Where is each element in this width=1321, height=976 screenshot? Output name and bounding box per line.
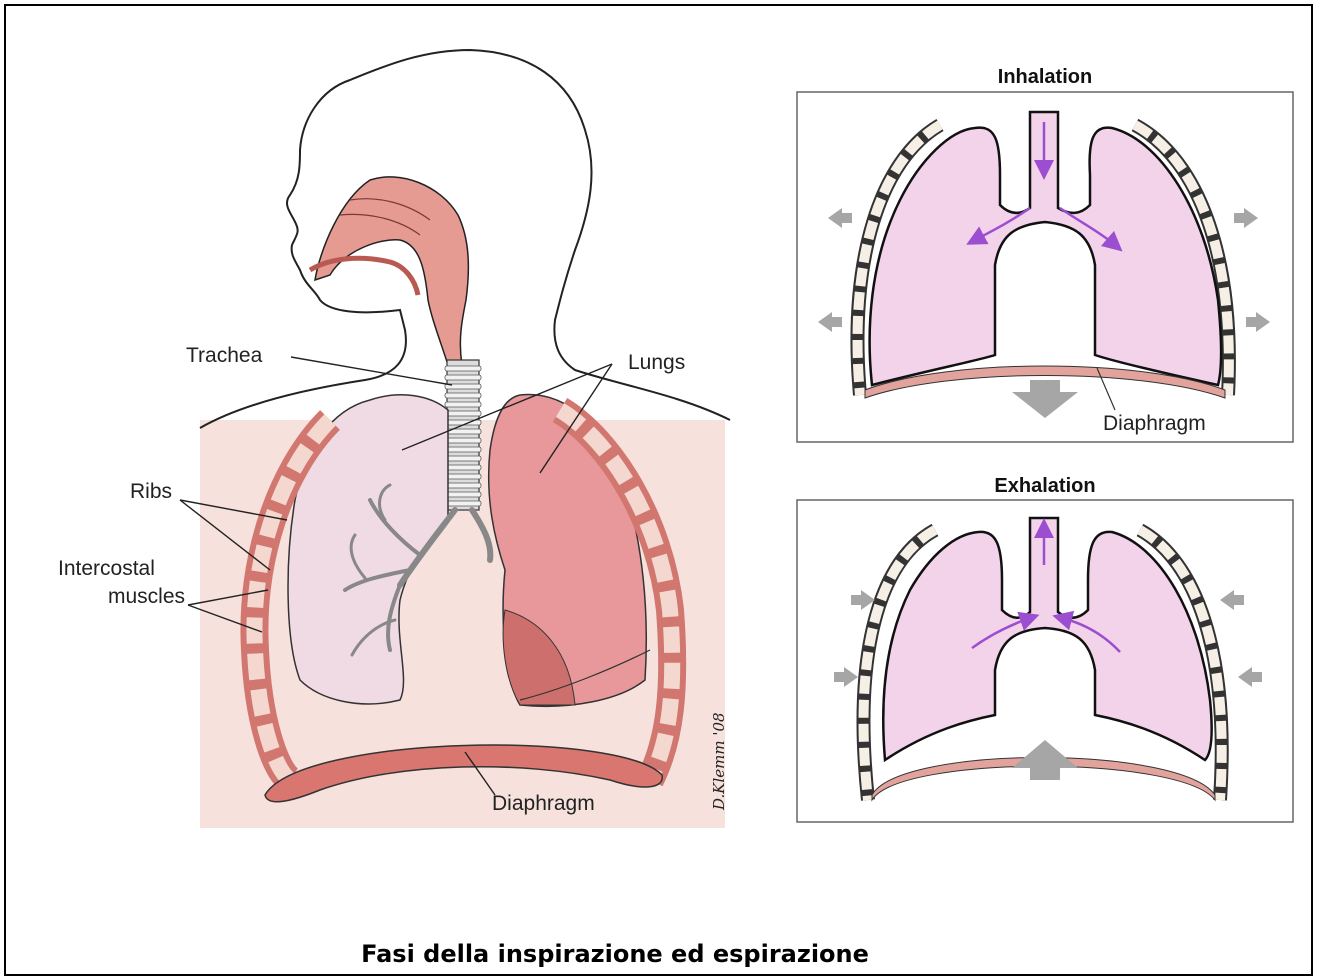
- artist-signature: D.Klemm '08: [710, 712, 728, 811]
- inhalation-title: Inhalation: [998, 66, 1092, 88]
- trachea-ring: [445, 393, 481, 398]
- trachea-ring: [445, 447, 481, 452]
- exhalation-title: Exhalation: [994, 475, 1095, 497]
- trachea-ring: [445, 501, 481, 506]
- trachea-ring: [445, 456, 481, 461]
- intercostal-label-line1: Intercostal: [58, 557, 155, 580]
- ribs-label: Ribs: [130, 480, 172, 503]
- trachea-ring: [445, 438, 481, 443]
- trachea-ring: [445, 483, 481, 488]
- lungs-label: Lungs: [628, 351, 685, 374]
- trachea-ring: [445, 366, 481, 371]
- trachea-ring: [445, 375, 481, 380]
- trachea: [445, 360, 481, 510]
- intercostal-label-line2: muscles: [108, 585, 185, 608]
- trachea-ring: [445, 411, 481, 416]
- anatomy-illustration: Trachea Lungs Ribs Intercostal muscles D…: [58, 50, 730, 828]
- trachea-ring: [445, 402, 481, 407]
- trachea-ring: [445, 474, 481, 479]
- inhalation-panel: Inhalation Diaphragm: [797, 66, 1293, 442]
- inhalation-diaphragm-label: Diaphragm: [1103, 412, 1206, 435]
- trachea-ring: [445, 492, 481, 497]
- exhalation-panel: Exhalation: [797, 475, 1293, 822]
- trachea-ring: [445, 465, 481, 470]
- diaphragm-label: Diaphragm: [492, 792, 595, 815]
- trachea-label: Trachea: [186, 344, 263, 367]
- figure-caption: Fasi della inspirazione ed espirazione: [0, 940, 1230, 968]
- nasal-cavity: [315, 177, 468, 365]
- trachea-ring: [445, 420, 481, 425]
